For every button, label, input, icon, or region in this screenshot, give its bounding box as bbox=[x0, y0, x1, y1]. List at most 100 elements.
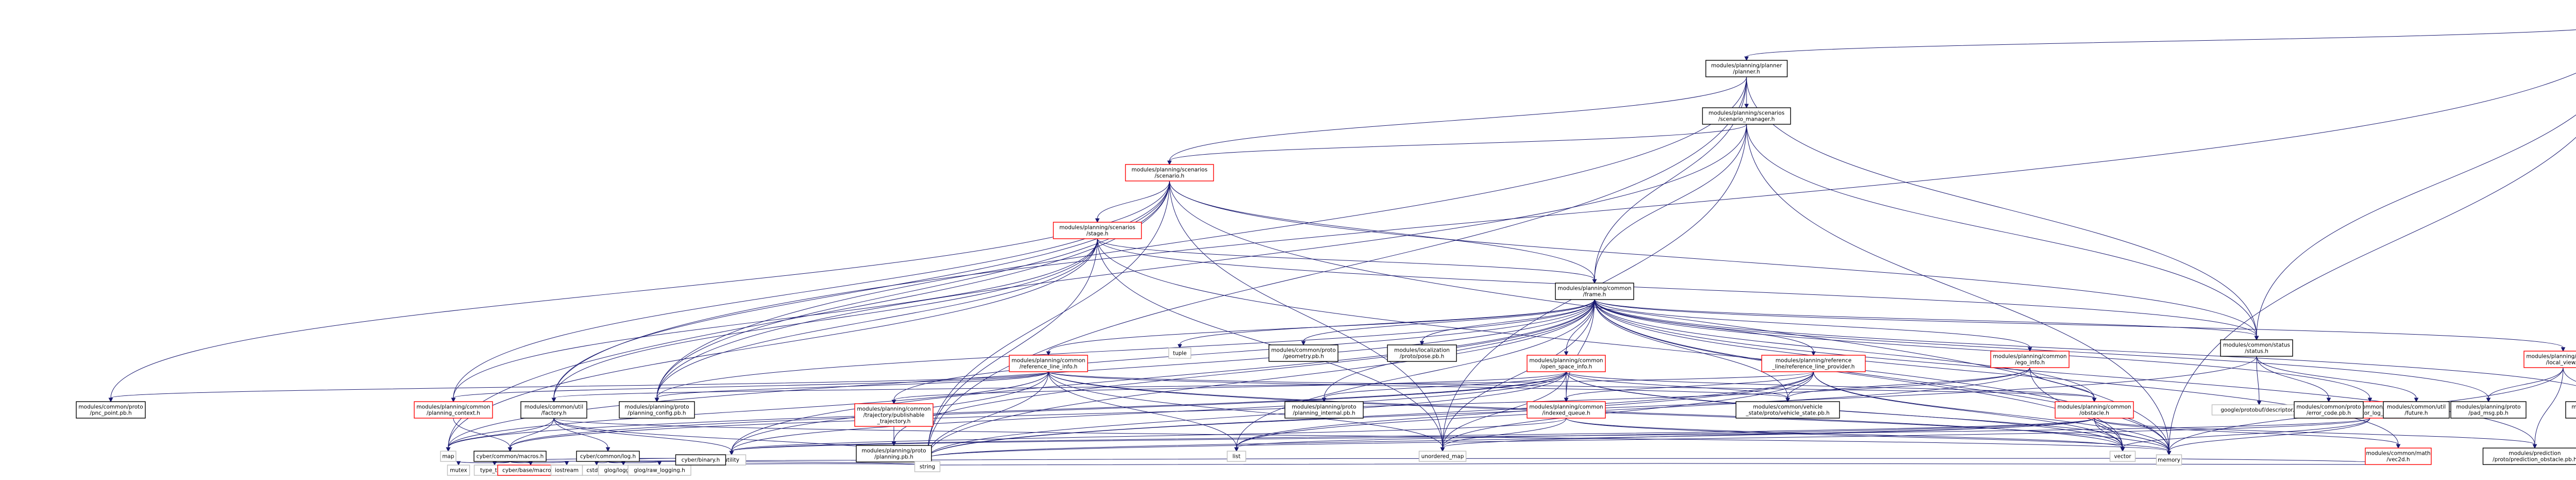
edge-status-to-error_code_pb bbox=[2256, 356, 2331, 403]
edge-planner-to-planning_config_pb bbox=[654, 76, 1747, 403]
edge-frame-to-prediction_obstacle_pb bbox=[1594, 299, 2537, 449]
node-label-line: /ego_info.h bbox=[2015, 360, 2045, 366]
node-geometry-pb[interactable]: modules/common/proto/geometry.pb.h bbox=[1268, 344, 1338, 362]
node-label-line: modules/planning/common bbox=[857, 406, 930, 412]
node-vehicle-state-pb[interactable]: modules/common/vehicle_state/proto/vehic… bbox=[1735, 401, 1840, 419]
node-box bbox=[2294, 401, 2364, 419]
node-label-line: iostream bbox=[555, 468, 579, 474]
node-label-line: modules/planning/common bbox=[2526, 354, 2576, 360]
edge-scenario_manager-to-scenario bbox=[1167, 124, 1747, 165]
node-box bbox=[1705, 60, 1788, 77]
node-label-line: /scenario_manager.h bbox=[1718, 117, 1774, 123]
node-factory[interactable]: modules/common/util/factory.h bbox=[520, 401, 587, 419]
edge-scenario-to-status bbox=[1169, 180, 2259, 341]
node-label-line: modules/common/status bbox=[2223, 342, 2290, 349]
node-label-line: unordered_map bbox=[1421, 454, 1464, 460]
edge-monitor_log_buffer-to-string bbox=[925, 418, 2370, 462]
node-base-macros[interactable]: cyber/base/macros.h bbox=[497, 465, 564, 476]
edge-ref_line_info-to-planning_config_pb bbox=[654, 371, 1049, 403]
node-scenario[interactable]: modules/planning/scenarios/scenario.h bbox=[1125, 164, 1214, 181]
node-label-line: /error_code.pb.h bbox=[2307, 410, 2351, 417]
node-label-line: _state/proto/vehicle_state.pb.h bbox=[1745, 410, 1830, 417]
node-box bbox=[1387, 344, 1457, 362]
node-open-space-info[interactable]: modules/planning/common/open_space_info.… bbox=[1527, 355, 1606, 372]
node-planning-config-pb[interactable]: modules/planning/proto/planning_config.p… bbox=[619, 401, 695, 419]
node-box bbox=[1735, 401, 1840, 419]
edge-open_space_info-to-publishable_traj bbox=[891, 371, 1567, 405]
node-descriptor: google/protobuf/descriptor.h bbox=[2211, 404, 2307, 416]
node-box bbox=[2565, 401, 2576, 419]
node-error-code-pb[interactable]: modules/common/proto/error_code.pb.h bbox=[2294, 401, 2364, 419]
node-binary[interactable]: cyber/binary.h bbox=[675, 454, 726, 466]
node-label-line: /planner.h bbox=[1733, 69, 1760, 75]
edge-frame-to-vector bbox=[1594, 299, 2125, 452]
edge-stage-to-memory bbox=[1097, 238, 2172, 456]
node-box bbox=[576, 451, 640, 462]
edge-factory-to-utility bbox=[553, 418, 734, 456]
node-string: string bbox=[914, 461, 941, 472]
node-stage[interactable]: modules/planning/scenarios/stage.h bbox=[1053, 222, 1142, 239]
node-ref-line-info[interactable]: modules/planning/common/reference_line_i… bbox=[1009, 355, 1088, 372]
node-unordered-map: unordered_map bbox=[1418, 451, 1467, 462]
node-planning-internal-pb[interactable]: modules/planning/proto/planning_internal… bbox=[1284, 401, 1364, 419]
node-box bbox=[2365, 448, 2432, 465]
node-indexed-queue[interactable]: modules/planning/common/indexed_queue.h bbox=[1527, 401, 1606, 419]
node-obstacle[interactable]: modules/planning/common/obstacle.h bbox=[2055, 401, 2134, 419]
node-box bbox=[447, 465, 470, 476]
node-label-line: modules/routing/proto bbox=[2571, 404, 2576, 410]
edge-macros-to-mutex bbox=[456, 461, 511, 466]
node-box bbox=[1555, 283, 1634, 300]
node-box bbox=[914, 461, 941, 472]
node-label-line: modules/planning/reference bbox=[1775, 358, 1852, 364]
node-map: map bbox=[440, 451, 456, 462]
edge-layer bbox=[108, 29, 2576, 466]
node-label-line: modules/planning/common bbox=[416, 404, 490, 410]
node-frame[interactable]: modules/planning/common/frame.h bbox=[1555, 283, 1634, 300]
edge-frame-to-tuple bbox=[1177, 299, 1595, 349]
node-ego-info[interactable]: modules/planning/common/ego_info.h bbox=[1990, 351, 2070, 368]
node-status[interactable]: modules/common/status/status.h bbox=[2220, 339, 2293, 357]
edge-ref_line_info-to-memory bbox=[1048, 371, 2172, 456]
node-local-view[interactable]: modules/planning/common/local_view.h bbox=[2523, 351, 2576, 368]
edge-obstacle-to-prediction_obstacle_pb bbox=[2094, 418, 2537, 449]
edge-scenario_manager-to-status bbox=[1746, 124, 2259, 341]
node-vec2d[interactable]: modules/common/math/vec2d.h bbox=[2365, 448, 2432, 465]
edge-macros-to-iostream bbox=[510, 461, 569, 466]
edge-status-to-future bbox=[2256, 356, 2419, 403]
node-glog-raw-logging: glog/raw_logging.h bbox=[628, 465, 691, 476]
node-prediction-obstacle-pb[interactable]: modules/prediction/proto/prediction_obst… bbox=[2482, 448, 2576, 465]
node-label-line: /open_space_info.h bbox=[1540, 364, 1592, 370]
node-log[interactable]: cyber/common/log.h bbox=[576, 451, 640, 462]
node-label-line: modules/planning/common bbox=[1557, 286, 1631, 292]
node-planning-context[interactable]: modules/planning/common/planning_context… bbox=[414, 401, 493, 419]
node-label-line: /indexed_queue.h bbox=[1542, 410, 1590, 417]
node-label-line: /reference_line_info.h bbox=[1020, 364, 1078, 370]
node-label-line: /obstacle.h bbox=[2079, 410, 2109, 417]
edge-dispatcher-to-status bbox=[2254, 114, 2576, 341]
edge-stage-to-planning_config_pb bbox=[654, 238, 1098, 403]
edge-open_space_info-to-indexed_queue bbox=[1564, 371, 1569, 403]
node-ref-line-provider[interactable]: modules/planning/reference_line/referenc… bbox=[1761, 355, 1866, 372]
node-publishable-traj[interactable]: modules/planning/common/trajectory/publi… bbox=[854, 403, 934, 427]
edge-frame-to-local_view bbox=[1594, 299, 2566, 352]
node-label-line: modules/planning/common bbox=[2057, 404, 2131, 410]
node-label-line: modules/planning/proto bbox=[861, 448, 926, 454]
node-macros[interactable]: cyber/common/macros.h bbox=[473, 451, 547, 462]
edge-monitor_log_buffer-to-utility bbox=[729, 418, 2370, 456]
node-label-line: modules/common/proto bbox=[1271, 347, 1335, 354]
node-scenario-manager[interactable]: modules/planning/scenarios/scenario_mana… bbox=[1702, 107, 1791, 125]
edge-ego_info-to-vehicle_state_pb bbox=[1785, 367, 2030, 403]
node-label-line: modules/planning/scenarios bbox=[1059, 225, 1135, 231]
node-future[interactable]: modules/common/util/future.h bbox=[2383, 401, 2450, 419]
node-pad-msg-pb[interactable]: modules/planning/proto/pad_msg.pb.h bbox=[2450, 401, 2527, 419]
node-box bbox=[1053, 222, 1142, 239]
node-box bbox=[1527, 355, 1606, 372]
node-label-line: /status.h bbox=[2245, 349, 2268, 355]
node-pnc-point-pb[interactable]: modules/common/proto/pnc_point.pb.h bbox=[76, 401, 146, 419]
node-routing-pb[interactable]: modules/routing/proto/routing.pb.h bbox=[2565, 401, 2576, 419]
node-box bbox=[1009, 355, 1088, 372]
node-planner[interactable]: modules/planning/planner/planner.h bbox=[1705, 60, 1788, 77]
node-planning-pb[interactable]: modules/planning/proto/planning.pb.h bbox=[856, 445, 932, 462]
node-pose-pb[interactable]: modules/localization/proto/pose.pb.h bbox=[1387, 344, 1457, 362]
node-label-line: /planning.pb.h bbox=[874, 454, 913, 460]
